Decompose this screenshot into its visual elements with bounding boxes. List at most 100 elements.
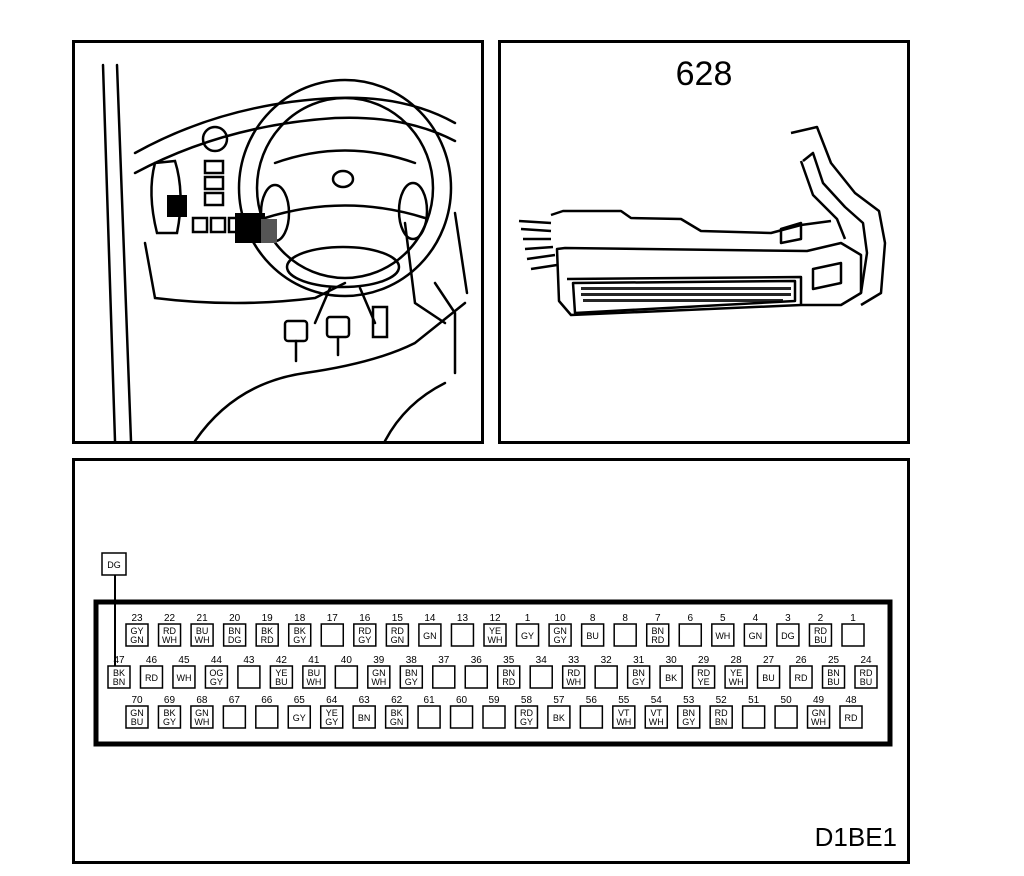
pin-wire-color: BU bbox=[860, 677, 873, 687]
pin-wire-color: RD bbox=[520, 708, 533, 718]
pin-wire-color: RD bbox=[697, 668, 710, 678]
pin-wire-color: GN bbox=[553, 626, 567, 636]
pin-34: 34 bbox=[529, 655, 553, 689]
pin-wire-color: RD bbox=[391, 626, 404, 636]
pin-cavity bbox=[172, 665, 196, 689]
pin-cavity bbox=[302, 665, 326, 689]
pin-cavity bbox=[287, 705, 312, 729]
pin-cavity bbox=[659, 665, 683, 689]
pin-6: 6 bbox=[678, 613, 703, 647]
pin-number: 42 bbox=[276, 655, 288, 666]
pin-wire-color: BK bbox=[553, 713, 565, 723]
pin-number: 36 bbox=[471, 655, 483, 666]
pin-number: 68 bbox=[196, 695, 208, 706]
pin-number: 4 bbox=[753, 613, 759, 624]
pin-number: 54 bbox=[651, 695, 663, 706]
connector-pinout: DG 23GYGN22RDWH21BUWH20BNDG19BKRD18BKGY1… bbox=[93, 552, 893, 747]
pin-number: 51 bbox=[748, 695, 760, 706]
pin-wire-color: YE bbox=[326, 708, 338, 718]
pin-cavity bbox=[432, 665, 456, 689]
pin-wire-color: GY bbox=[325, 717, 338, 727]
pin-number: 21 bbox=[197, 613, 209, 624]
pin-number: 17 bbox=[327, 613, 339, 624]
interior-illustration bbox=[101, 63, 469, 441]
pin-number: 39 bbox=[373, 655, 385, 666]
pin-cavity bbox=[854, 665, 878, 689]
pin-1: 1GY bbox=[515, 613, 540, 647]
pin-cavity bbox=[580, 623, 605, 647]
pin-wire-color: GN bbox=[391, 635, 405, 645]
pin-number: 33 bbox=[568, 655, 580, 666]
pin-cavity bbox=[776, 623, 800, 647]
pin-number: 13 bbox=[457, 613, 469, 624]
pin-cavity bbox=[319, 705, 344, 729]
pin-cavity bbox=[320, 623, 345, 647]
pin-number: 14 bbox=[424, 613, 436, 624]
pin-cavity bbox=[255, 705, 279, 729]
pin-cavity bbox=[367, 665, 391, 689]
pin-cavity bbox=[594, 665, 618, 689]
pin-wire-color: GY bbox=[521, 631, 534, 641]
pin-56: 56 bbox=[579, 695, 604, 729]
pin-cavity bbox=[107, 665, 131, 689]
pin-wire-color: BK bbox=[163, 708, 175, 718]
pin-number: 1 bbox=[525, 613, 531, 624]
pin-wire-color: GY bbox=[293, 713, 306, 723]
pin-wire-color: BK bbox=[294, 626, 306, 636]
pin-cavity bbox=[561, 665, 586, 689]
pin-number: 59 bbox=[488, 695, 500, 706]
pin-cavity bbox=[774, 705, 798, 729]
pin-wire-color: BN bbox=[405, 668, 418, 678]
pin-37: 37 bbox=[432, 655, 456, 689]
pin-wire-color: VT bbox=[651, 708, 663, 718]
pin-wire-color: BN bbox=[682, 708, 695, 718]
pin-cavity bbox=[385, 623, 410, 647]
pin-4: 4GN bbox=[743, 613, 768, 647]
pin-cavity bbox=[743, 623, 768, 647]
pin-wire-color: GY bbox=[130, 626, 143, 636]
ecu-connector-illustration bbox=[518, 125, 887, 317]
connector-panel: 628 bbox=[498, 40, 910, 444]
pin-wire-color: OG bbox=[209, 668, 223, 678]
pin-cavity bbox=[384, 705, 409, 729]
pin-number: 3 bbox=[785, 613, 791, 624]
pin-wire-color: BK bbox=[261, 626, 273, 636]
pin-61: 61 bbox=[417, 695, 441, 729]
pin-number: 27 bbox=[763, 655, 775, 666]
pin-cavity bbox=[613, 623, 637, 647]
pin-60: 60 bbox=[449, 695, 474, 729]
pin-wire-color: YE bbox=[730, 668, 742, 678]
pin-cavity bbox=[190, 705, 214, 729]
pin-number: 69 bbox=[164, 695, 176, 706]
pin-number: 40 bbox=[341, 655, 353, 666]
pin-wire-color: GN bbox=[130, 635, 144, 645]
component-number: 628 bbox=[675, 55, 733, 93]
pin-number: 31 bbox=[633, 655, 645, 666]
pin-cavity bbox=[157, 705, 182, 729]
pin-wire-color: WH bbox=[371, 677, 386, 687]
pin-wire-color: DG bbox=[228, 635, 242, 645]
pin-number: 45 bbox=[178, 655, 190, 666]
pin-wire-color: RD bbox=[261, 635, 274, 645]
pin-number: 52 bbox=[716, 695, 728, 706]
pin-wire-color: GN bbox=[812, 708, 826, 718]
pin-36: 36 bbox=[464, 655, 489, 689]
pin-wire-color: RD bbox=[715, 708, 728, 718]
pin-number: 62 bbox=[391, 695, 403, 706]
pin-wire-color: WH bbox=[195, 635, 210, 645]
pin-cavity bbox=[709, 705, 733, 729]
